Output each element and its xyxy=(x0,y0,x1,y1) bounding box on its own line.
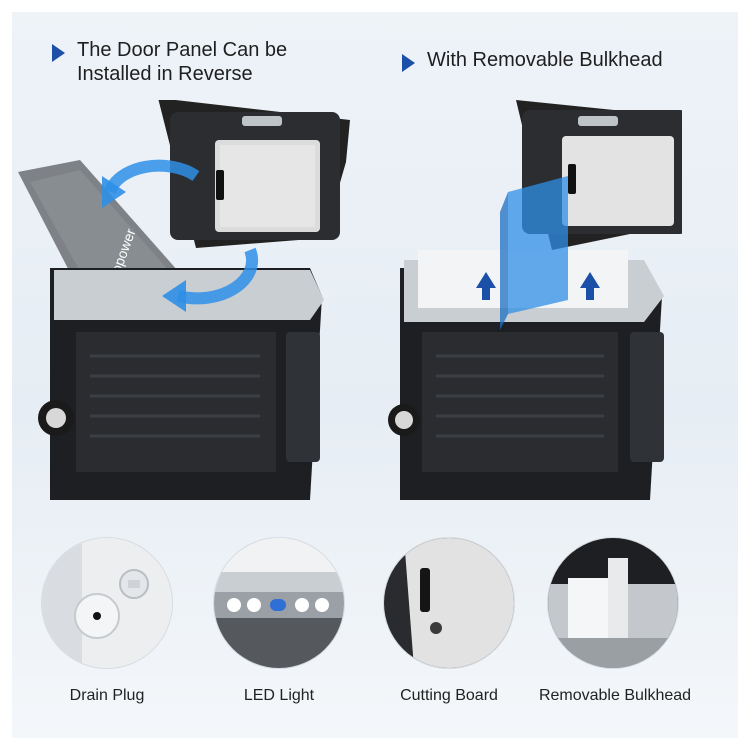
caption-drain-plug: Drain Plug xyxy=(69,687,145,704)
bulkhead-divider xyxy=(500,176,568,330)
open-lid xyxy=(158,100,350,248)
caption-removable-bulkhead: Removable Bulkhead xyxy=(538,687,692,704)
heading-line-2: Installed in Reverse xyxy=(77,63,253,85)
rotate-arrow-icon xyxy=(102,159,259,312)
detail-drain-plug-image xyxy=(42,538,172,668)
lid-latch xyxy=(568,164,576,194)
feature-heading-reversible-door: The Door Panel Can be Installed in Rever… xyxy=(52,38,342,86)
detail-removable-bulkhead-image xyxy=(548,538,678,668)
feature-heading-bulkhead: With Removable Bulkhead xyxy=(402,48,722,72)
heading-line-1: The Door Panel Can be xyxy=(77,39,288,61)
lid-latch xyxy=(216,170,224,200)
caption-cutting-board: Cutting Board xyxy=(400,687,498,704)
cooler-bulkhead-image xyxy=(388,100,682,500)
latch-icon xyxy=(420,568,430,612)
side-handle xyxy=(286,332,320,462)
triangle-bullet-icon xyxy=(52,44,65,62)
led-button-icon xyxy=(270,599,286,611)
detail-led-light-image xyxy=(214,538,344,668)
detail-cutting-board-image xyxy=(384,538,514,668)
side-handle xyxy=(630,332,664,462)
up-arrow-icon xyxy=(476,272,600,300)
cooler-reversible-door-image: acopower xyxy=(18,100,350,500)
triangle-bullet-icon xyxy=(402,54,415,72)
heading-text: With Removable Bulkhead xyxy=(427,49,663,71)
cooler-body xyxy=(388,250,664,500)
caption-led-light: LED Light xyxy=(243,687,315,704)
cooler-body xyxy=(38,268,324,500)
